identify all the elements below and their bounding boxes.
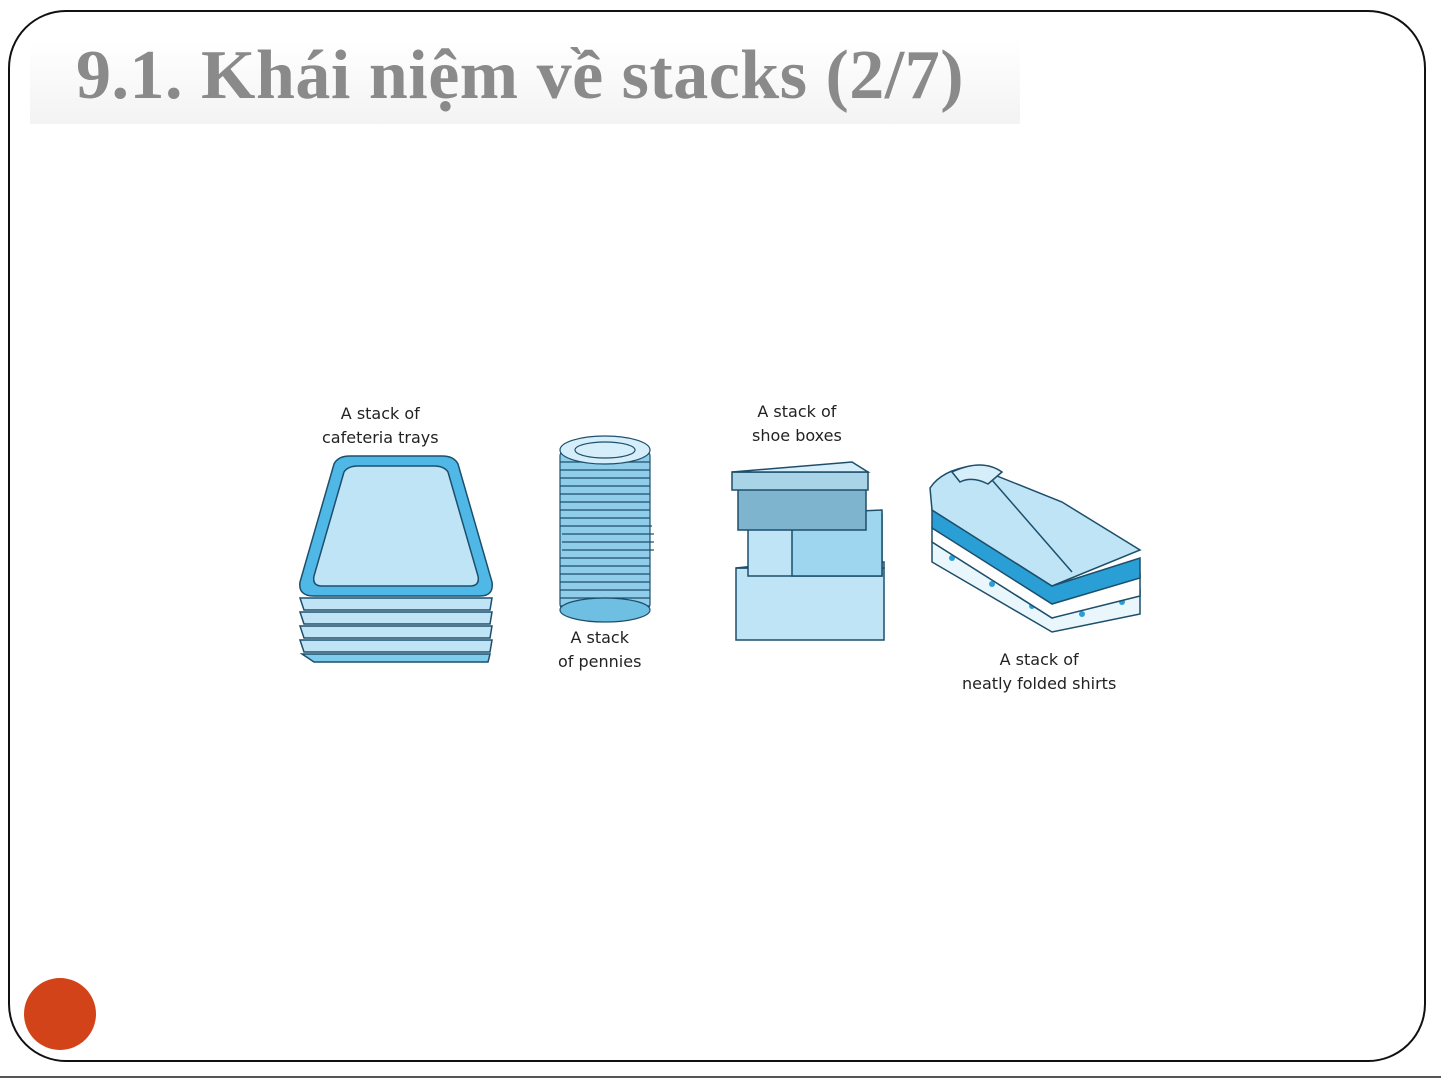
corner-dot bbox=[24, 978, 96, 1050]
trays-illustration bbox=[300, 456, 492, 662]
caption-shirts-line-2: neatly folded shirts bbox=[962, 672, 1116, 696]
slide-title: 9.1. Khái niệm về stacks (2/7) bbox=[76, 36, 964, 116]
stacks-figure: A stack of cafeteria trays A stack of pe… bbox=[292, 392, 1162, 702]
caption-pennies: A stack of pennies bbox=[558, 626, 641, 674]
caption-trays-line-1: A stack of bbox=[322, 402, 439, 426]
caption-trays: A stack of cafeteria trays bbox=[322, 402, 439, 450]
shirts-illustration bbox=[930, 465, 1140, 632]
caption-trays-line-2: cafeteria trays bbox=[322, 426, 439, 450]
shoe-boxes-illustration bbox=[732, 462, 884, 640]
pennies-illustration bbox=[560, 436, 654, 622]
caption-boxes-line-2: shoe boxes bbox=[752, 424, 842, 448]
caption-shirts-line-1: A stack of bbox=[962, 648, 1116, 672]
caption-pennies-line-1: A stack bbox=[558, 626, 641, 650]
caption-boxes-line-1: A stack of bbox=[752, 400, 842, 424]
bottom-rule bbox=[0, 1076, 1441, 1078]
caption-shirts: A stack of neatly folded shirts bbox=[962, 648, 1116, 696]
caption-boxes: A stack of shoe boxes bbox=[752, 400, 842, 448]
caption-pennies-line-2: of pennies bbox=[558, 650, 641, 674]
